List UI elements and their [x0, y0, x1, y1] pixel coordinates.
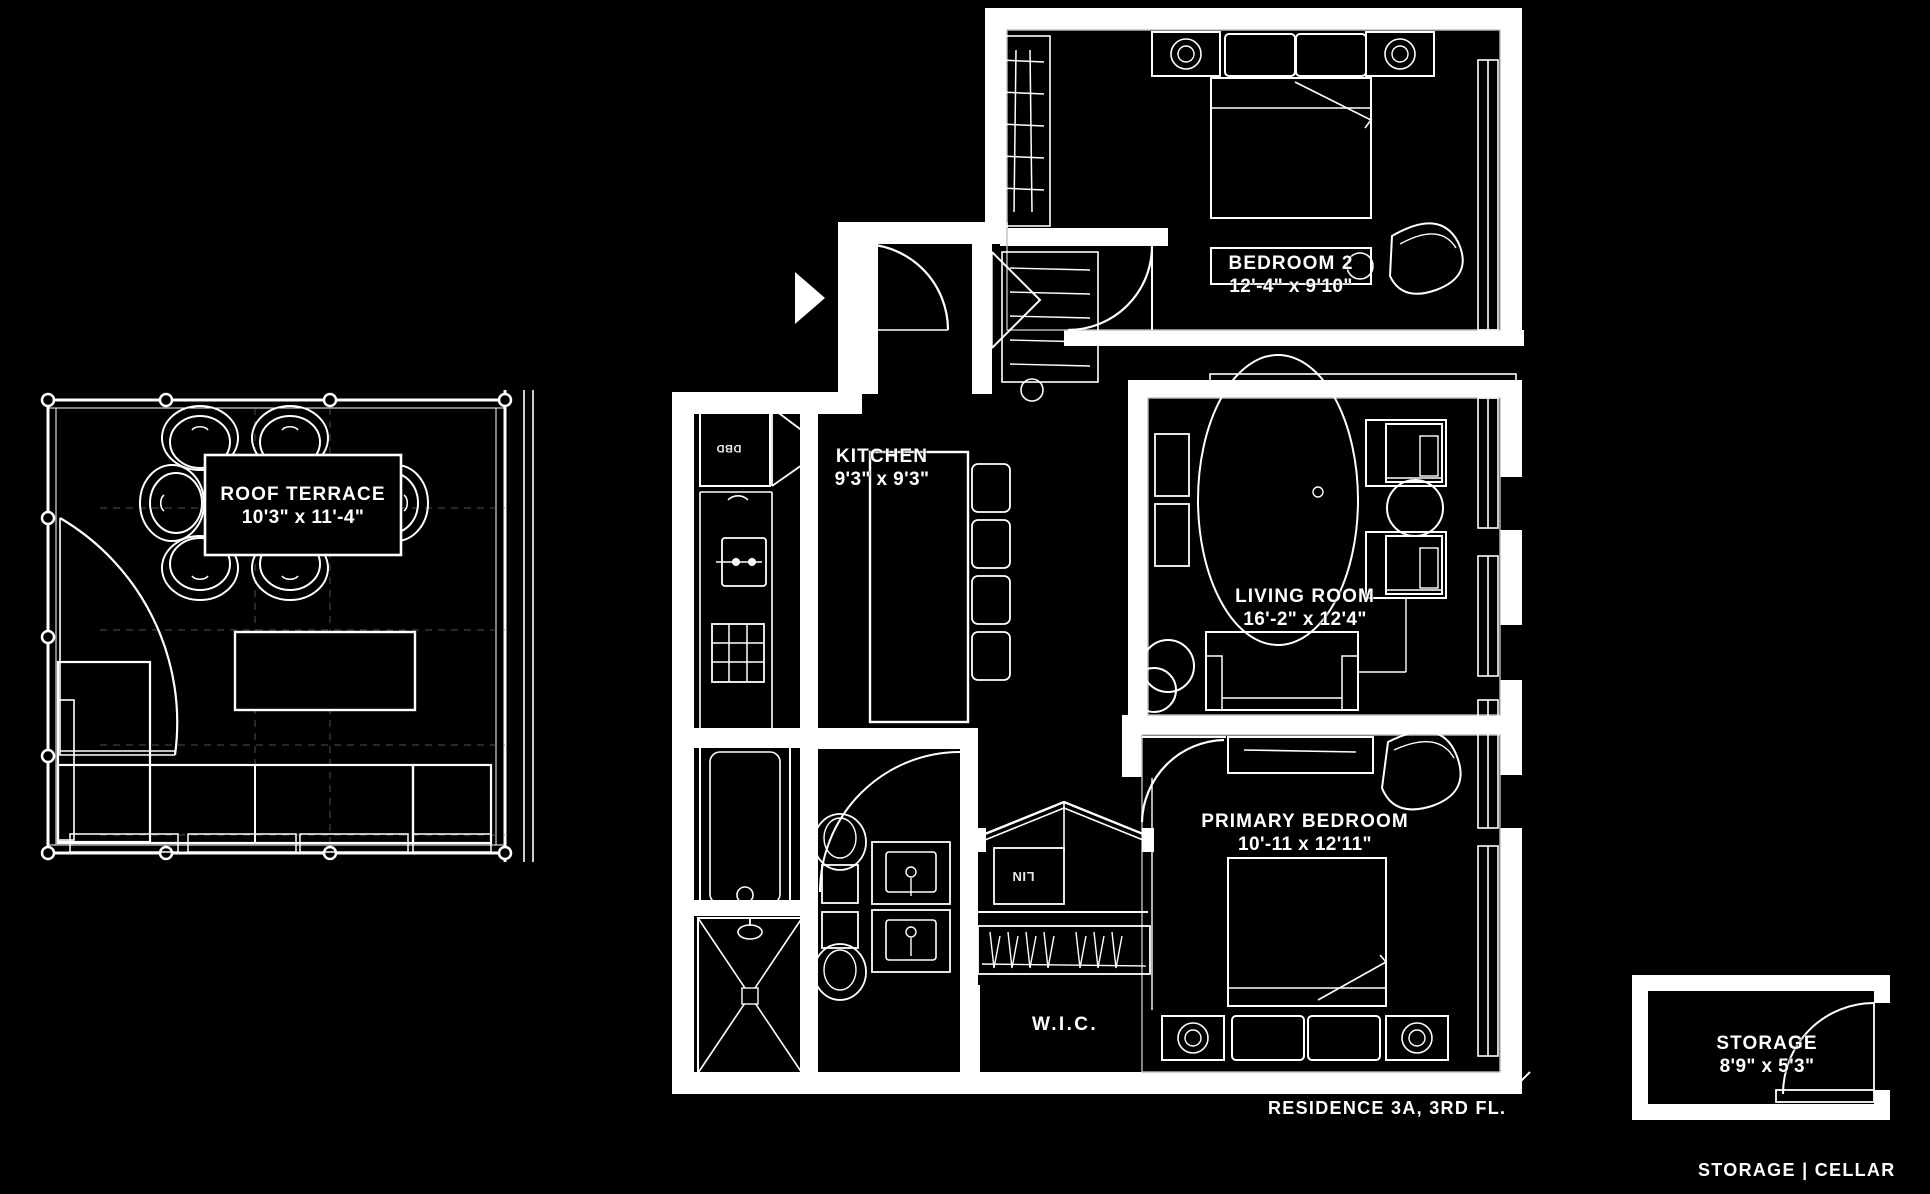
- kitchen-fixtures: [699, 407, 1011, 728]
- laundry-closet: [1001, 251, 1099, 402]
- bedroom2-furniture: [1151, 31, 1464, 295]
- room-label-living-room: LIVING ROOM 16'-2" x 12'4": [1194, 585, 1416, 631]
- fixture-label-dbd: DBD: [716, 442, 742, 454]
- primary-bedroom-furniture: [1140, 730, 1462, 1061]
- room-name: STORAGE: [1716, 1033, 1818, 1054]
- wic-closet: [974, 800, 1154, 975]
- terrace-coffee-table: [233, 630, 417, 712]
- room-dimensions: 10'3" x 11'-4": [241, 507, 365, 529]
- residence-3a-plan: [672, 8, 1531, 1094]
- room-dimensions: 9'3" x 9'3": [834, 469, 930, 491]
- entry-door-swing: [856, 242, 950, 332]
- fixture-label-lin: LIN: [1012, 869, 1035, 884]
- hall-closet: [991, 35, 1051, 227]
- room-dimensions: 8'9" x 5'3": [1719, 1056, 1815, 1078]
- living-room-furniture: [1131, 354, 1517, 713]
- room-name: KITCHEN: [835, 446, 929, 467]
- play-triangle-icon[interactable]: [795, 272, 825, 324]
- room-label-bedroom-2: BEDROOM 2 12'-4" x 9'10": [1188, 252, 1394, 298]
- caption-residence: RESIDENCE 3A, 3RD FL.: [1268, 1098, 1507, 1118]
- room-name: PRIMARY BEDROOM: [1201, 811, 1409, 832]
- room-name: W.I.C.: [1031, 1014, 1099, 1035]
- room-label-roof-terrace: ROOF TERRACE 10'3" x 11'-4": [180, 483, 426, 529]
- storage-plan: [1632, 975, 1890, 1120]
- room-label-storage: STORAGE 8'9" x 5'3": [1672, 1032, 1862, 1078]
- room-dimensions: 12'-4" x 9'10": [1229, 276, 1353, 298]
- terrace-sectional-sofa: [56, 660, 493, 853]
- room-name: ROOF TERRACE: [220, 484, 386, 505]
- bathroom-lower: [697, 909, 951, 1074]
- room-label-primary-bedroom: PRIMARY BEDROOM 10'-11 x 12'11": [1178, 810, 1432, 856]
- bathroom-upper: [699, 739, 961, 916]
- caption-storage-cellar: STORAGE | CELLAR: [1698, 1160, 1896, 1180]
- terrace-dining-table: [139, 405, 429, 601]
- walls: [672, 8, 1524, 1094]
- room-dimensions: 16'-2" x 12'4": [1243, 609, 1367, 631]
- entry-closet-bifold: [991, 251, 1042, 349]
- roof-terrace-plan: [40, 390, 534, 862]
- room-name: BEDROOM 2: [1228, 253, 1354, 274]
- room-label-kitchen: KITCHEN 9'3" x 9'3": [800, 445, 964, 491]
- bedroom2-door-swing: [1067, 245, 1154, 332]
- room-name: LIVING ROOM: [1235, 586, 1375, 607]
- windows-right: [1477, 59, 1499, 1057]
- room-label-wic: W.I.C.: [1000, 1013, 1130, 1036]
- room-dimensions: 10'-11 x 12'11": [1238, 834, 1372, 856]
